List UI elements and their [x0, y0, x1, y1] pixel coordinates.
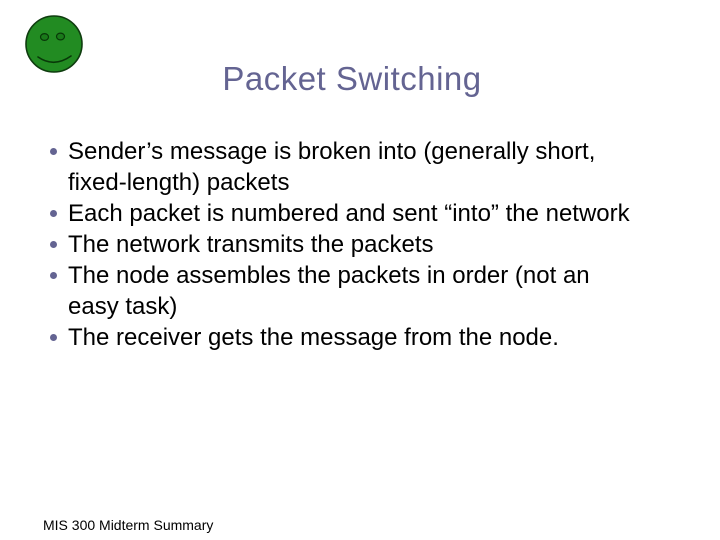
bullet-text: The node assembles the packets in order …: [68, 262, 590, 320]
bullet-item: Each packet is numbered and sent “into” …: [50, 198, 695, 229]
smiley-face-icon: [25, 15, 83, 73]
smiley-right-eye: [55, 32, 66, 41]
bullet-text: Each packet is numbered and sent “into” …: [68, 200, 630, 227]
bullet-dot-icon: [50, 272, 57, 279]
bullet-dot-icon: [50, 148, 57, 155]
bullet-dot-icon: [50, 241, 57, 248]
bullet-item: The node assembles the packets in order …: [50, 260, 695, 322]
slide-title: Packet Switching: [222, 60, 482, 97]
bullet-item: The network transmits the packets: [50, 229, 695, 260]
bullet-text: Sender’s message is broken into (general…: [68, 138, 596, 196]
bullet-item: The receiver gets the message from the n…: [50, 322, 695, 353]
bullet-dot-icon: [50, 334, 57, 341]
bullet-text: The receiver gets the message from the n…: [68, 324, 559, 351]
bullet-text: The network transmits the packets: [68, 231, 434, 258]
bullet-list: Sender’s message is broken into (general…: [50, 136, 695, 353]
bullet-item: Sender’s message is broken into (general…: [50, 136, 695, 198]
smiley-mouth: [37, 55, 72, 64]
bullet-dot-icon: [50, 210, 57, 217]
slide-footer: MIS 300 Midterm Summary: [43, 517, 214, 533]
smiley-left-eye: [39, 33, 50, 42]
